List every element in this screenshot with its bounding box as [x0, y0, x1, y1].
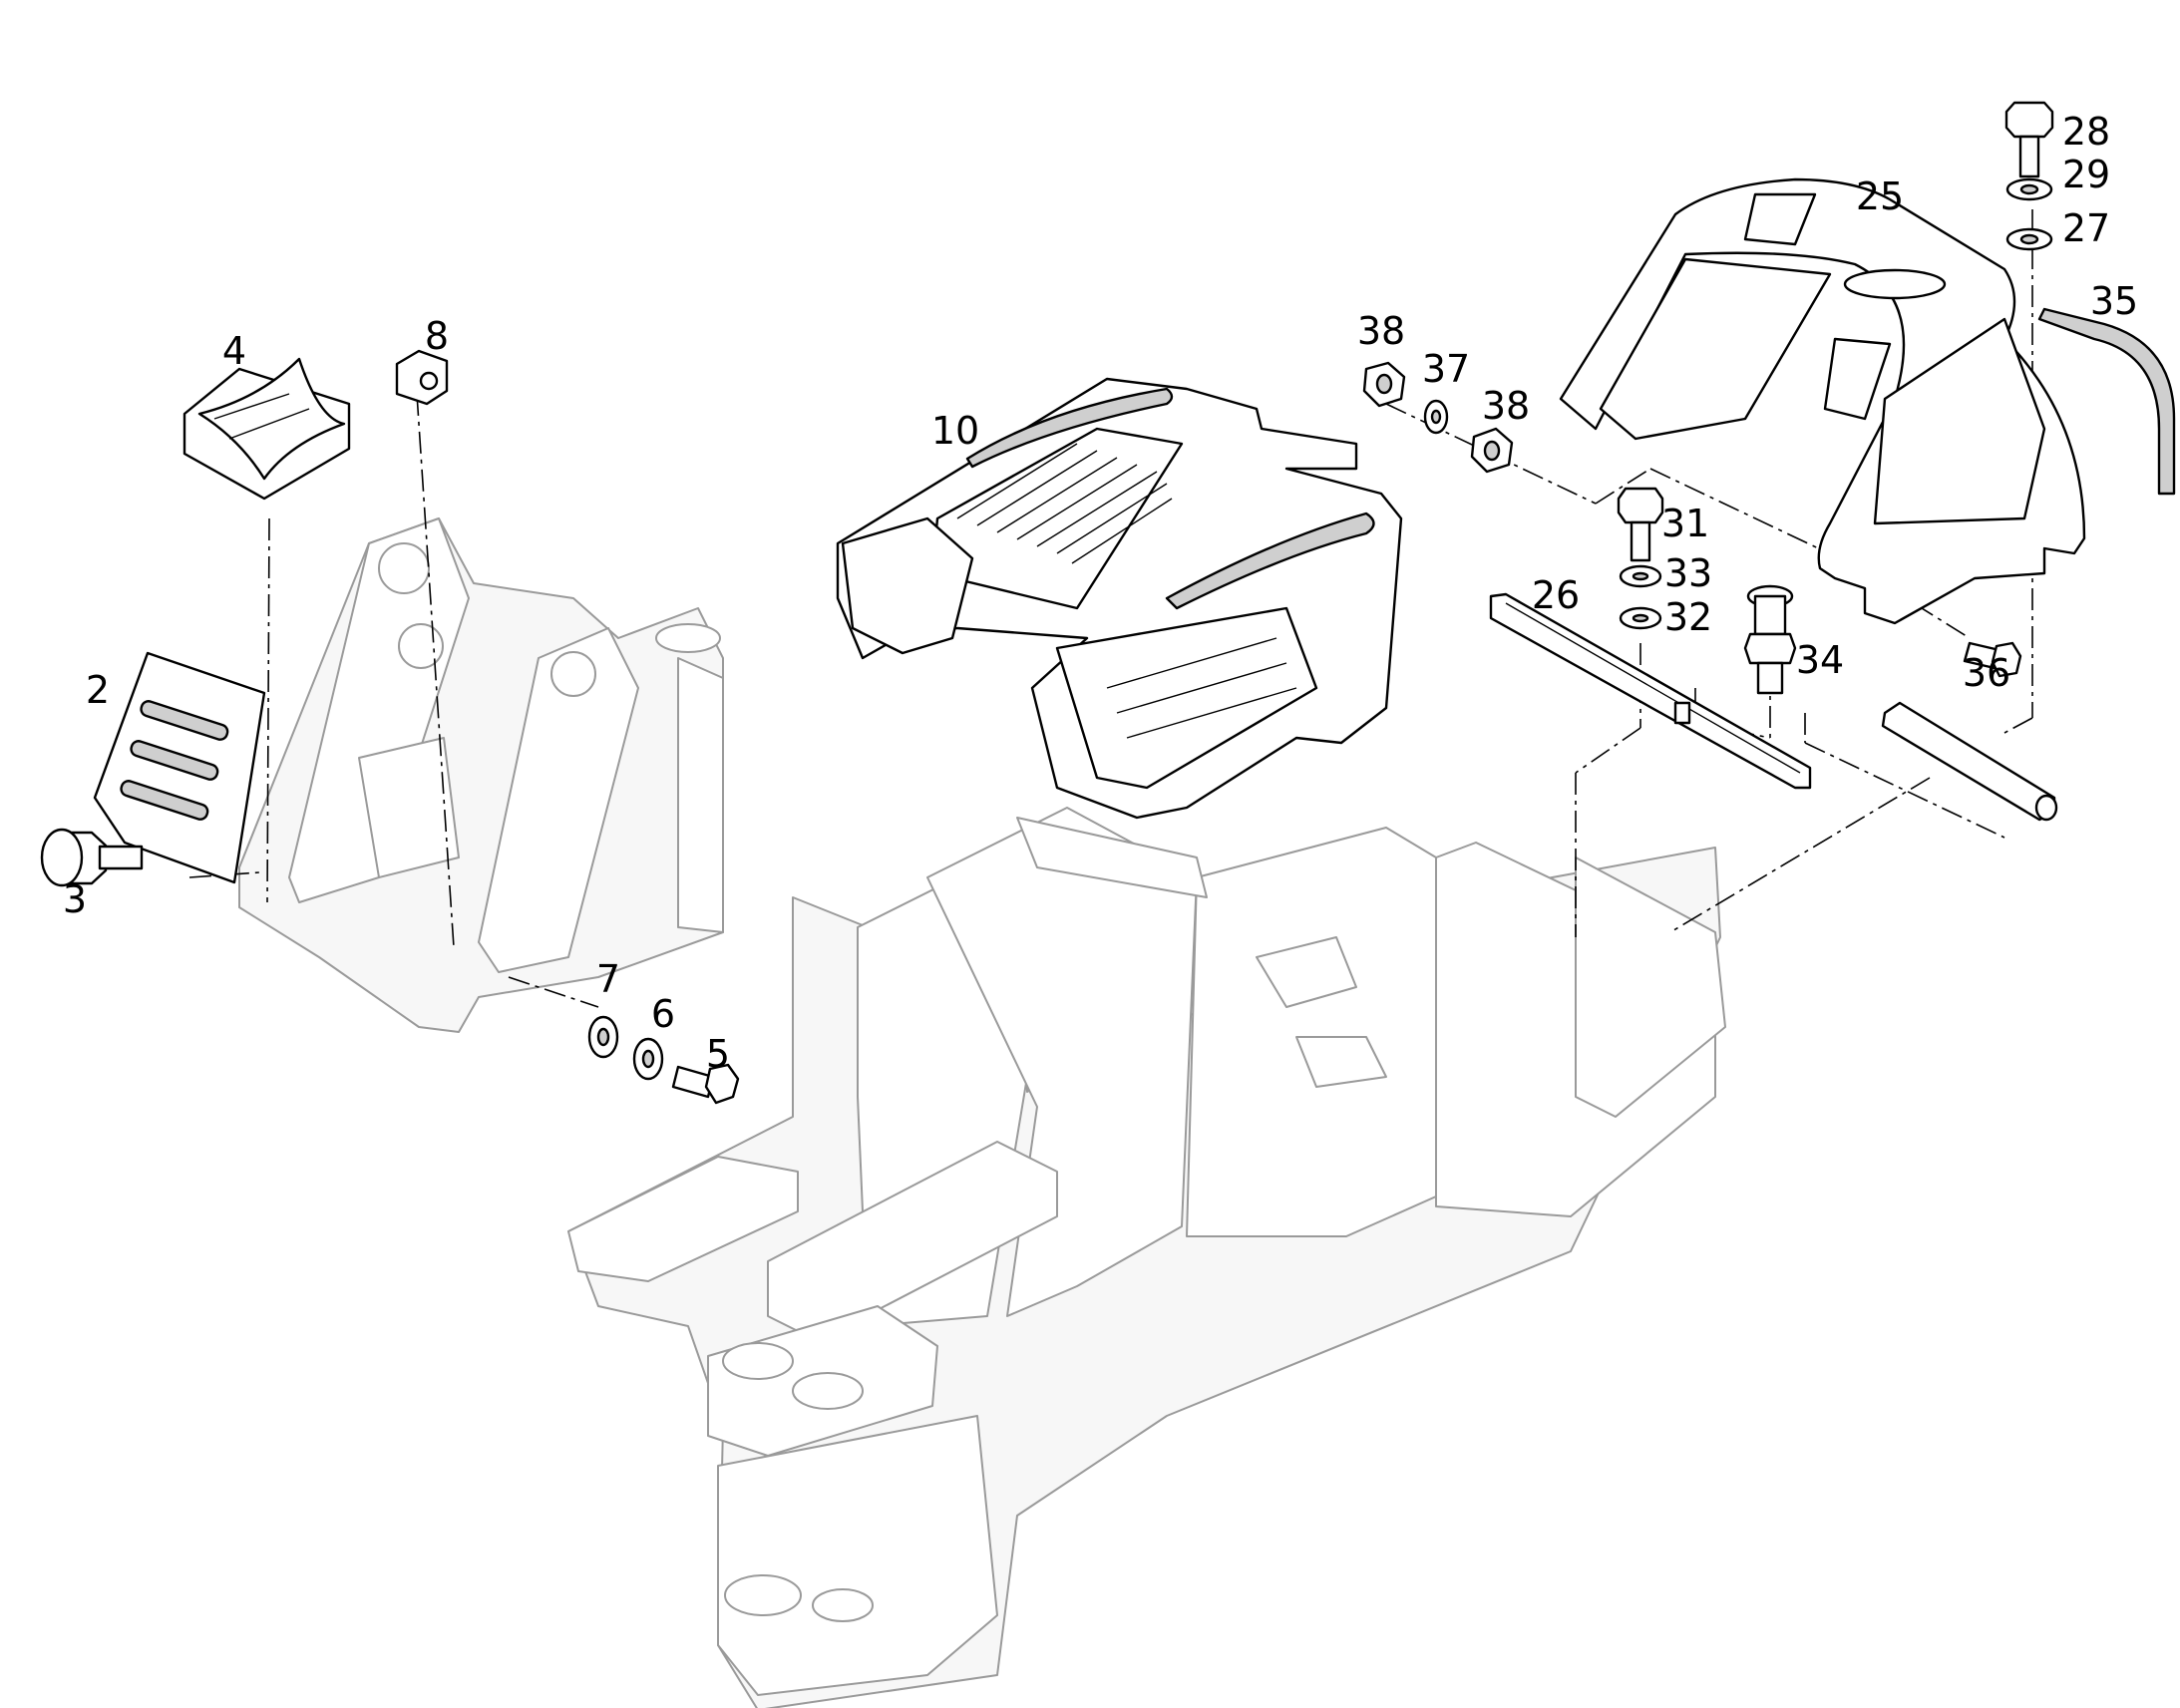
part-2-step-plate — [93, 651, 266, 884]
callout-38: 38 — [1357, 309, 1405, 353]
part-36-bolt — [1963, 641, 2022, 678]
callout-5: 5 — [706, 1032, 730, 1076]
callout-28: 28 — [2062, 110, 2110, 154]
callout-4: 4 — [222, 329, 246, 373]
part-3-flange-bolt — [40, 828, 144, 887]
callout-3: 3 — [63, 877, 87, 921]
callout-8: 8 — [425, 314, 449, 358]
part-34-post — [1743, 584, 1797, 695]
callout-26: 26 — [1532, 573, 1580, 617]
part-25-canopy — [1559, 177, 2086, 625]
parts-38-37-38-fasteners — [1362, 361, 1514, 474]
callout-27: 27 — [2062, 206, 2110, 250]
main-chassis-frame — [567, 807, 1726, 1708]
loader-frame — [238, 517, 724, 1033]
parts-31-33-32-fasteners — [1617, 487, 1664, 630]
callout-38: 38 — [1482, 384, 1530, 428]
part-8-block — [395, 349, 449, 406]
callout-29: 29 — [2062, 153, 2110, 196]
callout-2: 2 — [86, 668, 110, 712]
callout-35: 35 — [2090, 279, 2138, 323]
part-35-seal-strip — [2037, 307, 2176, 496]
callout-36: 36 — [1963, 651, 2010, 695]
callout-31: 31 — [1661, 502, 1709, 545]
callout-25: 25 — [1856, 174, 1904, 218]
sleeve-tube — [1881, 701, 2058, 822]
part-26-rail — [1489, 592, 1812, 790]
parts-28-29-27-fasteners — [2004, 101, 2054, 251]
callout-6: 6 — [651, 992, 675, 1036]
callout-37: 37 — [1422, 347, 1470, 391]
callout-34: 34 — [1796, 638, 1844, 682]
part-10-hood — [836, 377, 1403, 820]
part-4-pad — [182, 357, 351, 501]
callout-33: 33 — [1664, 551, 1712, 595]
callout-7: 7 — [596, 957, 620, 1001]
callout-32: 32 — [1664, 595, 1712, 639]
parts-7-6-5-fasteners — [587, 1015, 740, 1105]
callout-10: 10 — [931, 409, 979, 453]
